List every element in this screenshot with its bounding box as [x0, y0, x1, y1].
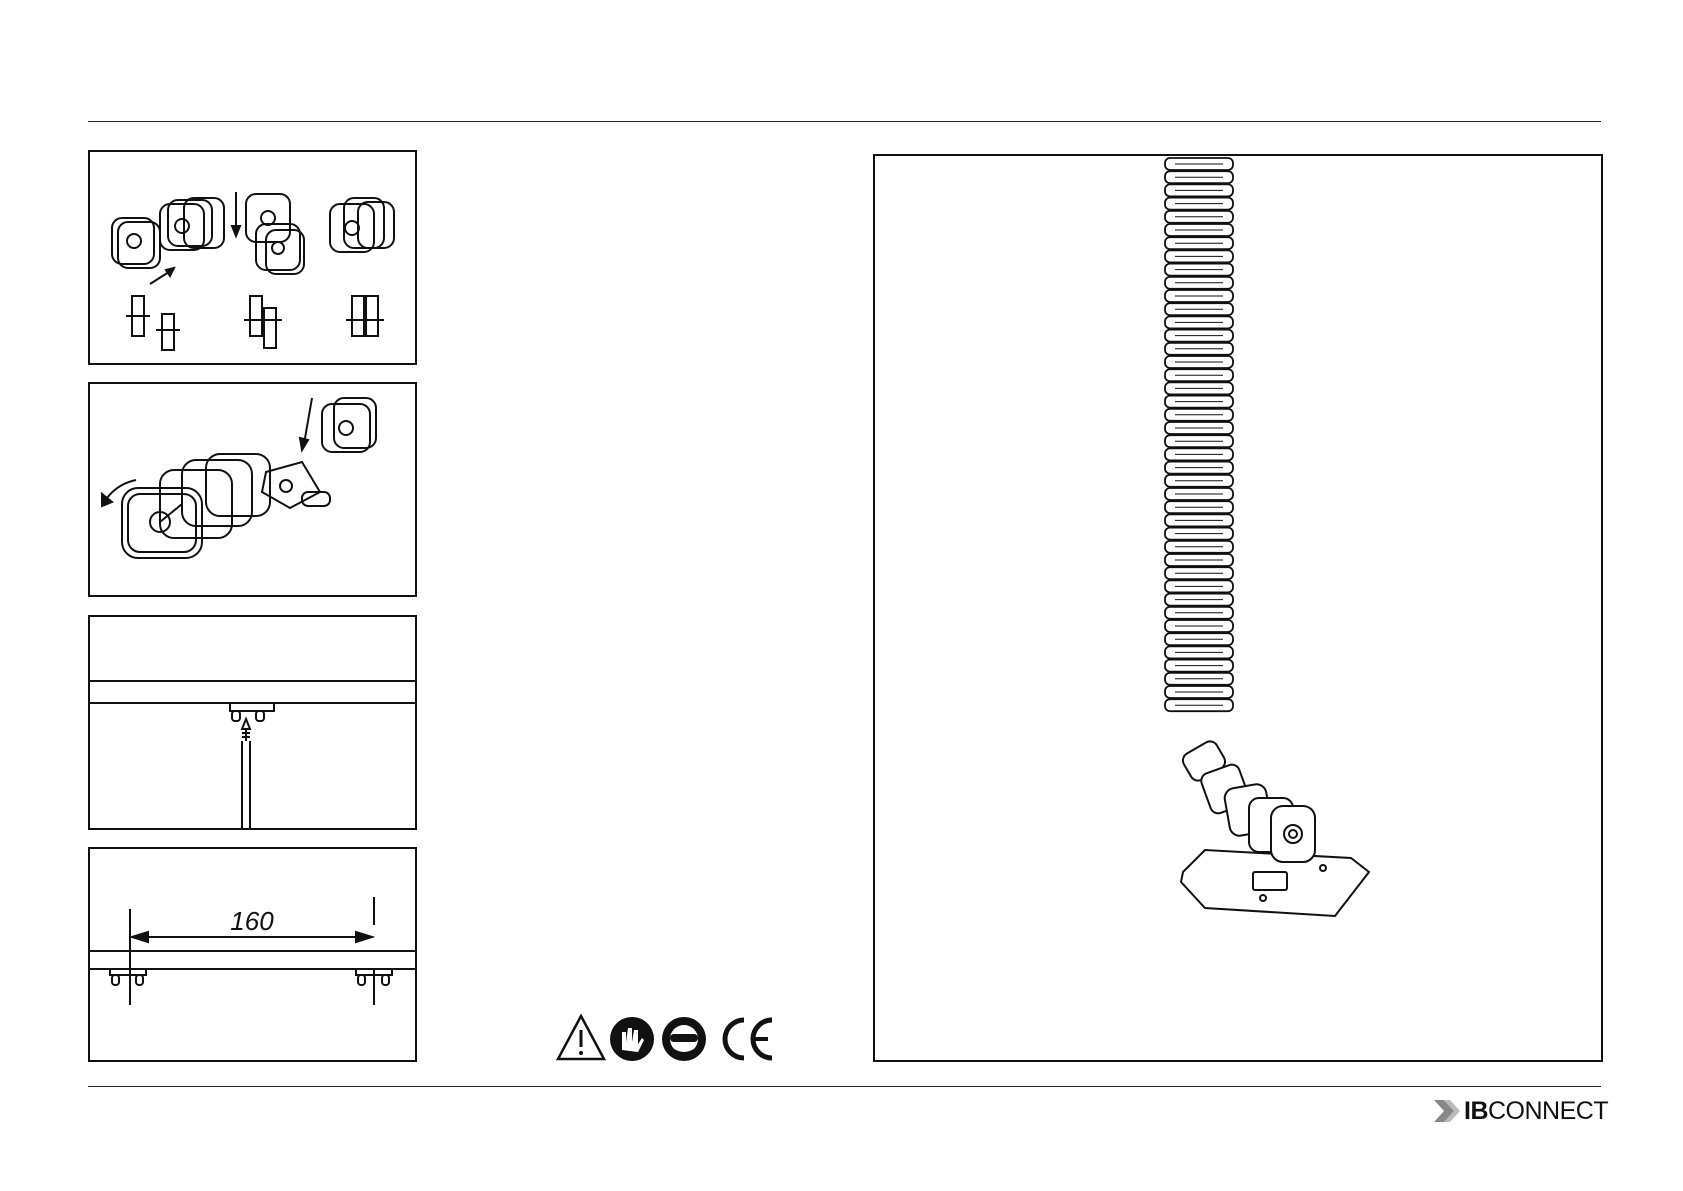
brand-logo: IBCONNECT — [1432, 1096, 1602, 1126]
dimension-label: 160 — [230, 906, 274, 936]
footer-rule — [88, 1086, 1601, 1087]
step-panel-screw-mounting — [88, 615, 417, 830]
warning-triangle-icon — [558, 1016, 604, 1059]
brand-wordmark: IBCONNECT — [1464, 1096, 1608, 1126]
cable-spine-illustration — [875, 156, 1603, 1062]
brand-suffix: CONNECT — [1488, 1097, 1608, 1125]
ce-mark-icon — [725, 1020, 772, 1058]
safety-icons — [556, 1014, 776, 1062]
screw-mounting-illustration — [90, 617, 417, 830]
safety-goggles-icon — [662, 1017, 706, 1061]
product-illustration-panel — [873, 154, 1603, 1062]
step-panel-spacing: 160 — [88, 847, 417, 1062]
spacing-illustration: 160 — [90, 849, 417, 1062]
header-rule — [88, 121, 1601, 122]
link-rotation-illustration — [90, 384, 417, 597]
gloves-icon — [610, 1017, 654, 1061]
step-panel-link-assembly — [88, 150, 417, 365]
step-panel-link-rotation — [88, 382, 417, 597]
brand-prefix: IB — [1464, 1097, 1488, 1125]
logo-chevron-icon — [1432, 1096, 1462, 1126]
link-assembly-illustration — [90, 152, 417, 365]
